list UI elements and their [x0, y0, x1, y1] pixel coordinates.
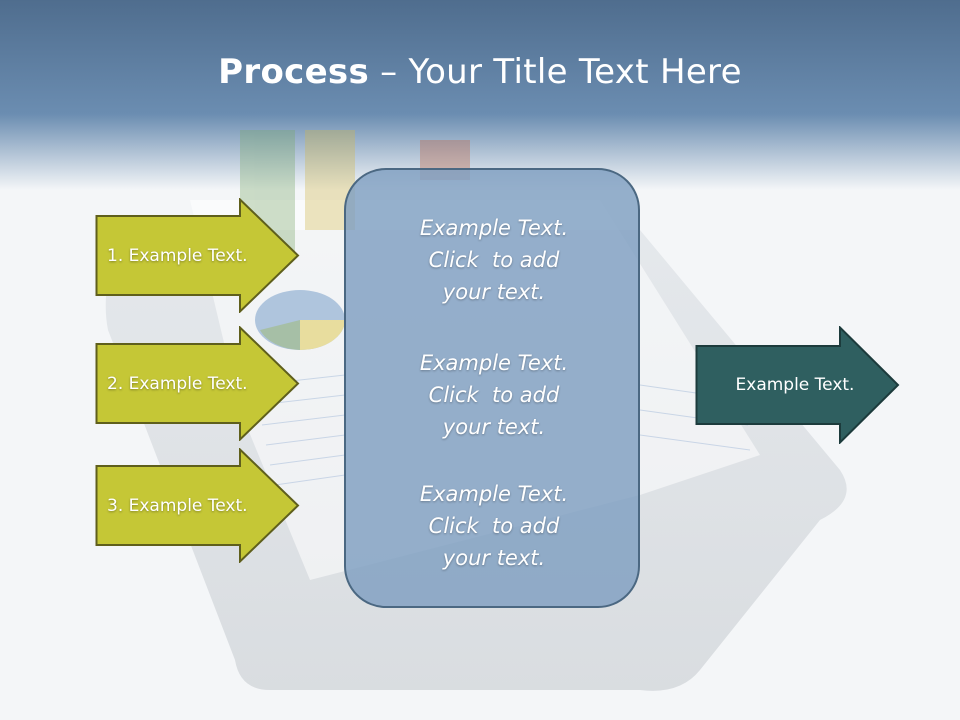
arrow-shape-2 — [95, 326, 300, 441]
arrow-shape-3 — [95, 448, 300, 563]
right-arrow-shape — [695, 326, 900, 444]
paragraph-line: Click to add — [428, 514, 560, 538]
paragraph-line: Example Text. — [419, 482, 569, 506]
left-arrow-1-label: 1. Example Text. — [107, 245, 248, 266]
title-rest: – Your Title Text Here — [369, 52, 742, 92]
center-paragraph-2: Example Text. Click to add your text. — [346, 347, 642, 443]
arrow-shape-1 — [95, 198, 300, 313]
left-arrow-3-label: 3. Example Text. — [107, 495, 248, 516]
title-bold: Process — [218, 52, 370, 92]
header-band — [0, 0, 960, 190]
center-paragraph-1: Example Text. Click to add your text. — [346, 212, 642, 308]
left-arrow-3[interactable]: 3. Example Text. — [95, 448, 300, 563]
left-arrow-2-label: 2. Example Text. — [107, 373, 248, 394]
center-text-box[interactable]: Example Text. Click to add your text. Ex… — [344, 168, 640, 608]
paragraph-line: your text. — [442, 546, 546, 570]
right-arrow-label: Example Text. — [735, 375, 855, 395]
right-arrow[interactable]: Example Text. — [695, 326, 900, 444]
left-arrow-2[interactable]: 2. Example Text. — [95, 326, 300, 441]
paragraph-line: Click to add — [428, 383, 560, 407]
center-paragraph-3: Example Text. Click to add your text. — [346, 478, 642, 574]
paragraph-line: Example Text. — [419, 351, 569, 375]
left-arrow-1[interactable]: 1. Example Text. — [95, 198, 300, 313]
paragraph-line: Example Text. — [419, 216, 569, 240]
paragraph-line: Click to add — [428, 248, 560, 272]
paragraph-line: your text. — [442, 280, 546, 304]
slide-title[interactable]: Process – Your Title Text Here — [0, 52, 960, 92]
paragraph-line: your text. — [442, 415, 546, 439]
